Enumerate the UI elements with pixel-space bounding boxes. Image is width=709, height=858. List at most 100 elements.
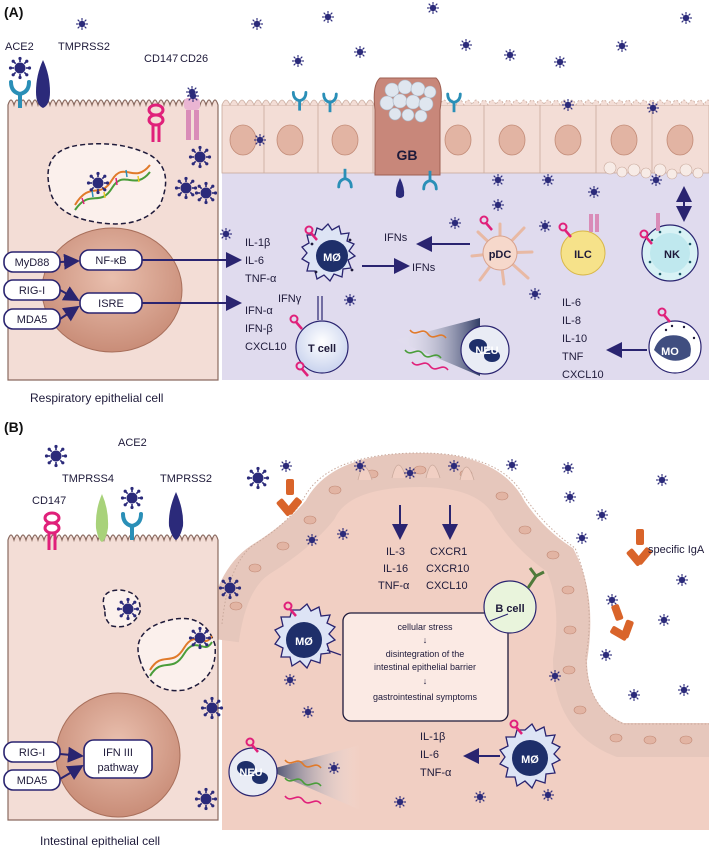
panel-a: (A) xyxy=(3,1,709,405)
crypt-cytokines-left: IL-3 IL-16 TNF-α xyxy=(378,546,410,592)
svg-text:ISRE: ISRE xyxy=(98,298,124,310)
svg-text:IL-1β: IL-1β xyxy=(245,237,270,249)
svg-text:RIG-I: RIG-I xyxy=(19,285,45,297)
svg-text:IFN-β: IFN-β xyxy=(245,323,273,335)
svg-text:MØ: MØ xyxy=(323,252,341,264)
svg-text:TNF: TNF xyxy=(562,351,584,363)
svg-text:ILC: ILC xyxy=(574,249,592,261)
stress-box: cellular stress ↓ disintegration of the … xyxy=(342,612,509,722)
svg-text:cellular stress: cellular stress xyxy=(397,622,453,632)
svg-text:↓: ↓ xyxy=(423,676,428,686)
neutrophil-a: NEU xyxy=(395,318,510,376)
monocyte-a: MO xyxy=(648,307,702,374)
sensor-rig-i-b: RIG-I xyxy=(3,741,61,763)
ace2-receptor-a: ACE2 xyxy=(5,41,34,110)
svg-text:TNF-α: TNF-α xyxy=(420,767,452,779)
svg-text:IL-6: IL-6 xyxy=(420,749,439,761)
svg-text:TMPRSS2: TMPRSS2 xyxy=(58,41,110,53)
svg-text:ACE2: ACE2 xyxy=(118,437,147,449)
intestinal-caption: Intestinal epithelial cell xyxy=(40,834,160,848)
b-cell: B cell xyxy=(483,567,545,634)
sensor-mda5: MDA5 xyxy=(3,308,61,330)
macrophage-a: MØ xyxy=(301,222,357,283)
panel-a-tag: (A) xyxy=(4,4,23,20)
tmprss4-receptor: TMPRSS4 xyxy=(62,473,114,542)
svg-text:CXCL10: CXCL10 xyxy=(426,580,468,592)
svg-text:NEU: NEU xyxy=(475,345,498,357)
svg-text:TNF-α: TNF-α xyxy=(378,580,410,592)
cytokines-nfkb: IL-1β IL-6 TNF-α xyxy=(245,237,277,285)
nk-cell: NK xyxy=(639,213,699,282)
svg-text:intestinal epithelial barrier: intestinal epithelial barrier xyxy=(374,662,476,672)
svg-text:pathway: pathway xyxy=(98,762,139,774)
svg-text:gastrointestinal symptoms: gastrointestinal symptoms xyxy=(373,692,478,702)
ifns-mid-label: IFNs xyxy=(412,262,436,274)
neutrophil-b: NEU xyxy=(228,737,360,810)
svg-text:CXCR10: CXCR10 xyxy=(426,563,469,575)
respiratory-caption: Respiratory epithelial cell xyxy=(30,391,163,405)
macrophage-b2: MØ xyxy=(499,719,562,790)
svg-text:↓: ↓ xyxy=(423,635,428,645)
svg-text:IFN-α: IFN-α xyxy=(245,305,273,317)
svg-text:IL-6: IL-6 xyxy=(245,255,264,267)
crypt-cytokines-right: CXCR1 CXCR10 CXCL10 xyxy=(426,546,469,592)
svg-text:IL-16: IL-16 xyxy=(383,563,408,575)
svg-text:IL-1β: IL-1β xyxy=(420,731,445,743)
iga-antibodies: specific IgA xyxy=(275,479,705,646)
svg-text:RIG-I: RIG-I xyxy=(19,747,45,759)
tmprss2-receptor-a: TMPRSS2 xyxy=(36,41,110,108)
svg-text:CD147: CD147 xyxy=(32,495,66,507)
svg-text:disintegration of the: disintegration of the xyxy=(386,649,465,659)
tmprss2-receptor-b: TMPRSS2 xyxy=(160,473,212,540)
ifns-top-label: IFNs xyxy=(384,232,408,244)
mo-cytokines: IL-6 IL-8 IL-10 TNF CXCL10 xyxy=(562,297,604,381)
macrophage-b1: MØ xyxy=(274,601,337,670)
airway-epithelium xyxy=(221,99,709,180)
nfkb-box: NF-κB xyxy=(79,249,143,271)
svg-text:B cell: B cell xyxy=(495,603,524,615)
respiratory-cell xyxy=(7,99,219,381)
ifng-label: IFNγ xyxy=(278,293,302,305)
ilc-cell: ILC xyxy=(558,214,606,276)
svg-text:CXCL10: CXCL10 xyxy=(562,369,604,381)
sensor-mda5-b: MDA5 xyxy=(3,769,61,791)
svg-text:ACE2: ACE2 xyxy=(5,41,34,53)
svg-text:CXCL10: CXCL10 xyxy=(245,341,287,353)
pdc-cell: pDC xyxy=(470,215,534,286)
svg-text:MØ: MØ xyxy=(295,636,313,648)
svg-text:NF-κB: NF-κB xyxy=(95,255,126,267)
cytokines-isre: IFN-α IFN-β CXCL10 xyxy=(245,305,287,353)
svg-text:T cell: T cell xyxy=(308,343,336,355)
svg-text:IL-8: IL-8 xyxy=(562,315,581,327)
svg-text:NEU: NEU xyxy=(239,767,262,779)
sensor-myd88: MyD88 xyxy=(3,251,61,273)
svg-text:specific IgA: specific IgA xyxy=(648,544,705,556)
panel-b: (B) TMPRSS4 xyxy=(3,419,709,848)
svg-text:CD147: CD147 xyxy=(144,53,178,65)
svg-text:MØ: MØ xyxy=(521,754,539,766)
svg-text:IFN III: IFN III xyxy=(103,747,133,759)
svg-text:MyD88: MyD88 xyxy=(15,257,50,269)
goblet-cell: GB xyxy=(373,77,442,176)
goblet-label: GB xyxy=(397,147,418,163)
isre-box: ISRE xyxy=(79,292,143,314)
sensor-rig-i: RIG-I xyxy=(3,279,61,301)
cd147-receptor-b: CD147 xyxy=(32,495,66,552)
svg-text:CD26: CD26 xyxy=(180,53,208,65)
bottom-cytokines: IL-1β IL-6 TNF-α xyxy=(420,731,452,779)
svg-text:NK: NK xyxy=(664,249,680,261)
svg-text:IL-6: IL-6 xyxy=(562,297,581,309)
cd26-receptor-a: CD26 xyxy=(180,53,208,140)
panel-b-tag: (B) xyxy=(4,419,23,435)
svg-text:TNF-α: TNF-α xyxy=(245,273,277,285)
svg-text:IL-3: IL-3 xyxy=(386,546,405,558)
ace2-receptor-b: ACE2 xyxy=(118,437,147,542)
svg-text:pDC: pDC xyxy=(489,249,512,261)
svg-text:MDA5: MDA5 xyxy=(17,314,48,326)
ifn-iii-pathway-box: IFN III pathway xyxy=(83,739,153,779)
svg-text:MDA5: MDA5 xyxy=(17,775,48,787)
svg-text:TMPRSS2: TMPRSS2 xyxy=(160,473,212,485)
t-cell: T cell xyxy=(289,314,349,378)
svg-text:CXCR1: CXCR1 xyxy=(430,546,467,558)
